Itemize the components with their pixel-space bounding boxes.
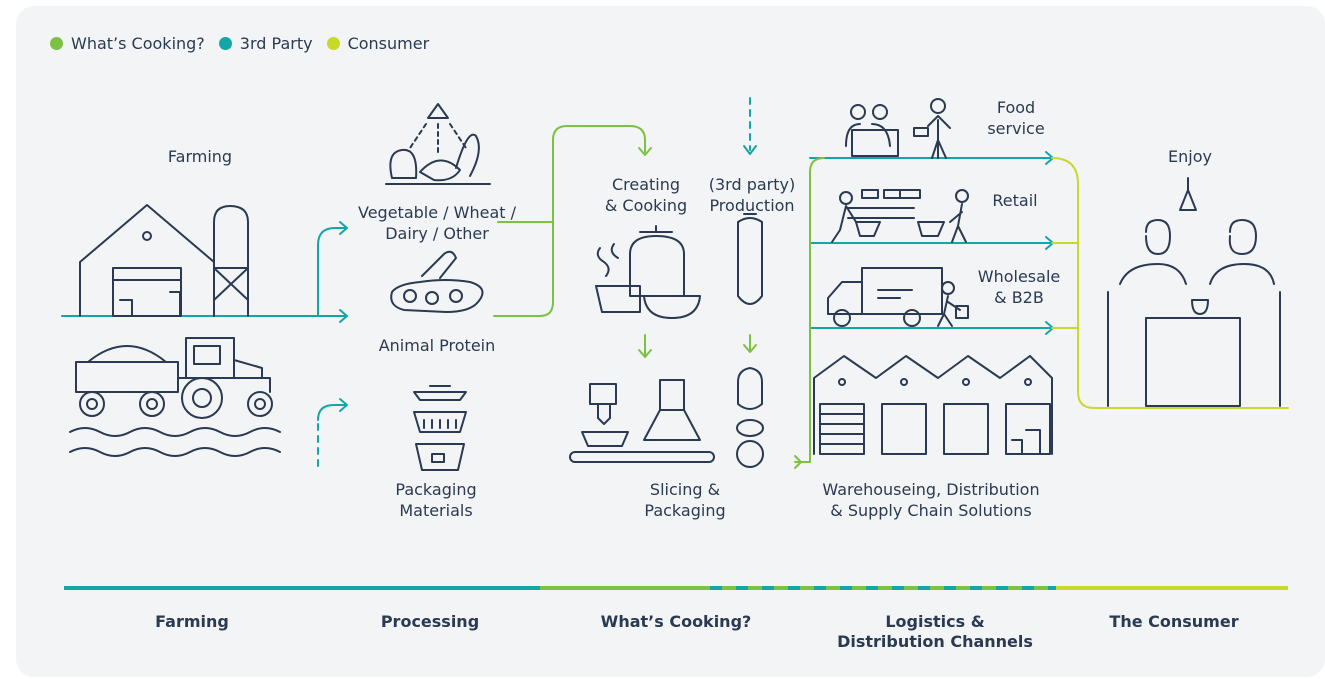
legend-dot-teal <box>218 37 232 50</box>
legend-label: 3rd Party <box>239 34 313 53</box>
farming-label: Farming <box>167 147 233 166</box>
animal-protein-icon <box>390 250 484 313</box>
diners-icon <box>1107 177 1281 407</box>
food-service-icon <box>845 98 951 159</box>
legend-item-consumer: Consumer <box>326 34 430 53</box>
yellow-flow-lines <box>1051 157 1289 409</box>
cooking-pot-icon <box>595 225 701 319</box>
enjoy-label: Enjoy <box>1168 147 1212 166</box>
animal-protein-label: Animal Protein <box>378 336 496 355</box>
retail-label: Retail <box>992 191 1038 210</box>
vegetables-icon <box>385 103 491 185</box>
barn-icon <box>79 204 249 317</box>
creating-cooking-label: Creating & Cooking <box>604 175 688 215</box>
legend: What’s Cooking? 3rd Party Consumer <box>50 34 429 53</box>
legend-label: What’s Cooking? <box>71 34 205 53</box>
warehouse-icon <box>813 355 1053 455</box>
vegetable-label: Vegetable / Wheat / Dairy / Other <box>358 203 516 243</box>
stage-processing: Processing <box>380 612 480 631</box>
wholesale-truck-icon <box>827 267 969 327</box>
salami-icon <box>736 213 764 468</box>
legend-dot-yellow <box>326 37 340 50</box>
legend-label: Consumer <box>347 34 430 53</box>
green-flow-lines <box>493 125 825 469</box>
wholesale-label: Wholesale & B2B <box>977 267 1061 307</box>
tractor-icon <box>69 337 281 457</box>
stage-logistics: Logistics & Distribution Channels <box>837 612 1033 651</box>
food-service-label: Food service <box>987 98 1045 138</box>
legend-item-3rd-party: 3rd Party <box>218 34 313 53</box>
stage-farming: Farming <box>155 612 229 631</box>
packaging-materials-label: Packaging Materials <box>395 480 477 520</box>
legend-dot-green <box>50 37 63 50</box>
legend-item-whats-cooking: What’s Cooking? <box>50 34 205 53</box>
slicing-packaging-label: Slicing & Packaging <box>644 480 726 520</box>
stage-consumer: The Consumer <box>1109 612 1239 631</box>
slicing-machine-icon <box>569 379 715 463</box>
third-party-production-label: (3rd party) Production <box>708 175 796 215</box>
retail-icon <box>831 189 969 243</box>
stage-whats-cooking: What’s Cooking? <box>600 612 752 631</box>
warehousing-label: Warehouseing, Distribution & Supply Chai… <box>822 480 1040 520</box>
packaging-icon <box>413 385 467 471</box>
